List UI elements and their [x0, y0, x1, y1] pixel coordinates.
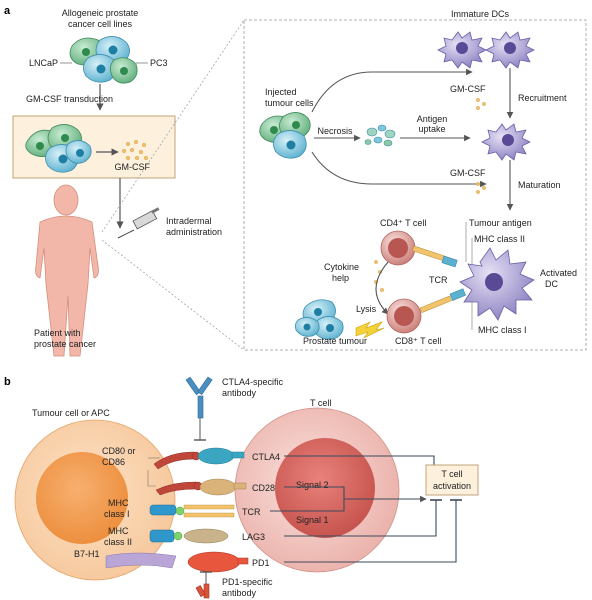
activated-dc: [459, 247, 535, 321]
gmcsf-dots: [121, 139, 148, 160]
tcell-activation-label-2: activation: [433, 481, 471, 491]
immature-dcs-label: Immature DCs: [451, 9, 510, 19]
injected-label-1: Injected: [265, 87, 297, 97]
cd28-label: CD28: [252, 483, 275, 493]
pd1-label: PD1: [252, 558, 270, 568]
t-cell-nucleus: [275, 438, 375, 538]
panel-a-letter: a: [4, 5, 11, 17]
mhc-class1-label-2: class I: [104, 509, 130, 519]
activated-dc-label-1: Activated: [540, 268, 577, 278]
recruited-dc: [481, 123, 531, 161]
lncap-label: LNCaP: [29, 58, 58, 68]
necrosis-label: Necrosis: [317, 126, 353, 136]
gmcsf-1-label: GM-CSF: [450, 84, 486, 94]
necrotic-fragments: [364, 124, 396, 147]
cd8-tcr-complex: [419, 288, 466, 313]
gmcsf-1-dots: [476, 98, 486, 110]
gmcsf-2-label: GM-CSF: [450, 168, 486, 178]
cytokine-help-label-2: help: [332, 273, 349, 283]
tcell-activation-label-1: T cell: [441, 469, 462, 479]
panel-b-letter: b: [4, 376, 11, 388]
prostate-tumour-label: Prostate tumour: [303, 336, 367, 346]
gmcsf-2-dots: [476, 182, 486, 194]
b7h1-pd1-complex: [105, 551, 249, 573]
tcell-label: T cell: [310, 398, 331, 408]
recruitment-label: Recruitment: [518, 93, 567, 103]
cell-line-cluster: [69, 36, 138, 84]
mhc1-label: MHC class I: [478, 325, 527, 335]
signal2-label: Signal 2: [296, 480, 329, 490]
tumour-cell-label: Tumour cell or APC: [32, 408, 110, 418]
prostate-tumour-cells: [294, 299, 344, 340]
mhc2-lag3-complex: [149, 528, 229, 544]
cell-lines-title-2: cancer cell lines: [68, 19, 133, 29]
b7h1-label: B7-H1: [74, 549, 100, 559]
cytokine-help-label-1: Cytokine: [324, 262, 359, 272]
lysis-label: Lysis: [356, 304, 377, 314]
activated-dc-label-2: DC: [545, 279, 558, 289]
tcr-label-a: TCR: [429, 275, 448, 285]
pc3-label: PC3: [150, 58, 168, 68]
signal1-label: Signal 1: [296, 515, 329, 525]
apc-nucleus: [36, 452, 128, 544]
patient-label-2: prostate cancer: [34, 339, 96, 349]
patient-figure: [35, 184, 99, 357]
mhc-class2-label-2: class II: [104, 537, 132, 547]
pd1-ab-label-1: PD1-specific: [222, 577, 273, 587]
mhc1-tcr-complex: [149, 504, 235, 518]
intradermal-label-2: administration: [166, 227, 222, 237]
transduced-cell-cluster: [25, 124, 92, 173]
mhc-class1-label-1: MHC: [108, 498, 129, 508]
cd4-tcr-complex: [412, 245, 458, 268]
patient-label-1: Patient with: [34, 328, 81, 338]
mhc-class2-label-1: MHC: [108, 526, 129, 536]
injected-label-2: tumour cells: [265, 98, 314, 108]
pd1-ab-label-2: antibody: [222, 588, 257, 598]
ctla4-label: CTLA4: [252, 452, 280, 462]
maturation-label: Maturation: [518, 180, 561, 190]
cd4-label: CD4⁺ T cell: [380, 218, 426, 228]
tcr-label-b: TCR: [242, 507, 261, 517]
ctla4-ab-label-1: CTLA4-specific: [222, 377, 284, 387]
cd80-label-1: CD80 or: [102, 446, 136, 456]
immature-dc-cells: [437, 31, 535, 69]
injected-tumour-cells: [259, 112, 311, 159]
antigen-uptake-label-1: Antigen: [417, 114, 448, 124]
cd4-t-cell: [380, 230, 416, 266]
mhc2-label: MHC class II: [474, 234, 525, 244]
cd8-label: CD8⁺ T cell: [395, 336, 441, 346]
tcell-activation-box: [425, 464, 479, 496]
transduction-label: GM-CSF transduction: [26, 94, 113, 104]
zoom-box: [243, 19, 587, 351]
antigen-uptake-label-2: uptake: [418, 124, 445, 134]
cell-lines-title-1: Allogeneic prostate: [62, 8, 139, 18]
lysis-bolt-icon: [355, 321, 385, 339]
gmcsf-box-label: GM-CSF: [115, 162, 151, 172]
ctla4-receptor: [197, 447, 245, 465]
ctla4-ab-label-2: antibody: [222, 388, 257, 398]
cd80-label-2: CD86: [102, 457, 125, 467]
pd1-antibody-icon: [195, 583, 210, 599]
lag3-label: LAG3: [242, 532, 265, 542]
syringe-icon: [117, 207, 160, 239]
intradermal-label-1: Intradermal: [166, 216, 212, 226]
cd8-t-cell: [386, 298, 422, 334]
cd28-receptor: [199, 478, 247, 496]
tumour-antigen-label: Tumour antigen: [469, 218, 532, 228]
ctla4-antibody-icon: [185, 376, 213, 419]
